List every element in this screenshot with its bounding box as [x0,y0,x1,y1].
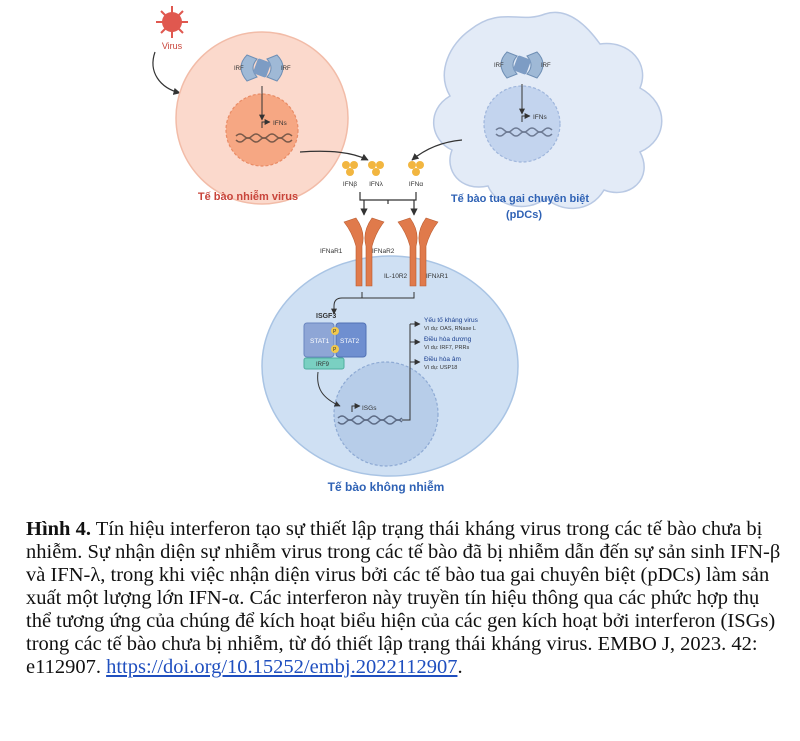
ifn-ligands [342,161,424,176]
output1-sub: Ví dụ: OAS, RNase L [424,326,476,332]
pdc-label-line1: Tế bào tua gai chuyên biệt [451,193,589,205]
phospho-label-1: P [333,329,337,335]
output2-sub: Ví dụ: IRF7, PRRs [424,345,469,351]
figure-label: Hình 4. [26,518,91,540]
ifn-beta-label: IFNβ [343,181,357,188]
pdc-secretion-arrow [411,139,463,161]
isg-gene [337,403,403,425]
ligand-receptor-arrows [359,192,418,216]
infected-secretion-arrow [299,150,369,161]
isgf3-label: ISGF3 [316,313,336,320]
irf9-label: IRF9 [316,362,330,368]
output1-title: Yếu tố kháng virus [424,315,479,324]
infected-irf-right: IRF [281,66,291,72]
caption-link-suffix: . [457,656,463,678]
uninfected-cell [261,255,519,477]
virus-icon [156,6,188,38]
infected-gene-label: IFNs [273,120,287,127]
pdc-label-line2: (pDCs) [506,209,542,221]
doi-link[interactable]: https://doi.org/10.15252/embj.2022112907 [106,656,458,678]
ifn-lambda-label: IFNλ [369,181,383,188]
figure-caption: Hình 4. Tín hiệu interferon tạo sự thiết… [26,518,786,679]
isgs-label: ISGs [362,405,377,412]
isgf3-complex [303,322,367,370]
pdc-irf-right: IRF [541,63,551,69]
stat1-label: STAT1 [310,338,330,345]
caption-text: Tín hiệu interferon tạo sự thiết lập trạ… [26,518,781,678]
pdc-irf-left: IRF [494,63,504,69]
pdc-gene-label: IFNs [533,114,547,121]
output3-title: Điều hòa âm [424,354,461,363]
virus-label: Virus [162,41,183,51]
pdc-cell: IRF IRF IFNs [433,11,663,210]
receptor-signal-arrow-2 [362,292,415,299]
interferon-diagram: Virus IRF IRF IFNs Tế bào nhiễm virus IR… [152,6,663,494]
ifnar2-label: IFNaR2 [372,248,395,255]
infected-cell-label: Tế bào nhiễm virus [198,190,298,203]
ifnlr1-label: IFNλR1 [426,273,448,280]
ifn-alpha-label: IFNα [409,181,423,188]
phospho-label-2: P [333,347,337,353]
output3-sub: Ví dụ: USP18 [424,365,457,371]
isgf3-to-nucleus-arrow [317,371,341,407]
virus-entry-arrow [152,51,181,95]
receptor-signal-arrow [331,292,363,315]
receptors [343,217,439,287]
ifnar1-label: IFNaR1 [320,248,343,255]
stat2-label: STAT2 [340,338,360,345]
isg-output-arrows [402,321,421,421]
infected-irf-left: IRF [234,66,244,72]
output2-title: Điều hòa dương [424,334,472,343]
uninfected-cell-label: Tế bào không nhiễm [328,479,445,494]
il10r2-label: IL-10R2 [384,273,408,280]
infected-cell: IRF IRF IFNs [175,31,349,205]
